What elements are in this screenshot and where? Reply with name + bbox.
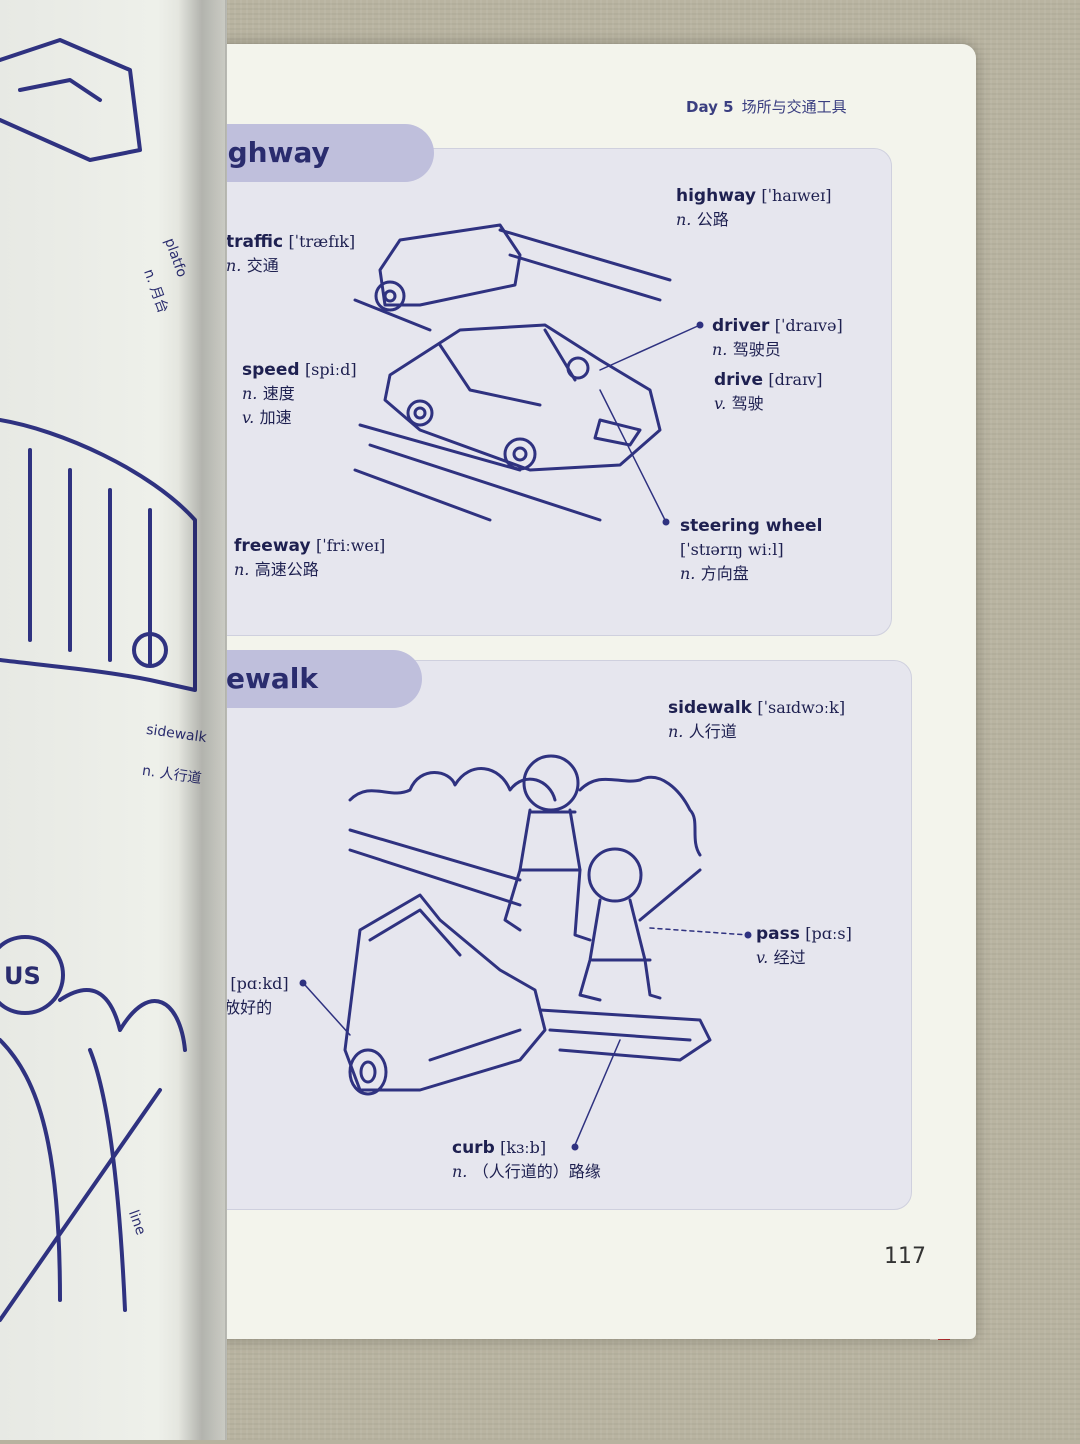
highway-panel bbox=[200, 148, 892, 636]
term-word: curb bbox=[452, 1138, 495, 1158]
term-translation: （人行道的）路缘 bbox=[472, 1162, 601, 1181]
term-translation: 经过 bbox=[773, 948, 806, 967]
term-freeway: freeway [ˈfriːweɪ] n. 高速公路 bbox=[234, 534, 385, 582]
term-ipa: [ˈsaɪdwɔːk] bbox=[757, 698, 846, 717]
term-pass: pass [pɑːs] v. 经过 bbox=[756, 922, 852, 970]
term-word: speed bbox=[242, 360, 300, 380]
section-banner-highway: ighway bbox=[200, 124, 434, 182]
day-label: Day 5 bbox=[686, 98, 734, 116]
term-word: highway bbox=[676, 186, 756, 206]
term-word: pass bbox=[756, 924, 800, 944]
term-pos: n. bbox=[226, 256, 242, 275]
term-ipa: [ˈtræfɪk] bbox=[288, 232, 356, 251]
term-word: steering wheel bbox=[680, 516, 823, 536]
term-ipa: [draɪv] bbox=[768, 370, 823, 389]
term-sidewalk: sidewalk [ˈsaɪdwɔːk] n. 人行道 bbox=[668, 696, 845, 744]
term-translation: 速度 bbox=[262, 384, 295, 403]
page-number: 117 bbox=[884, 1244, 926, 1269]
page-header: Day 5 场所与交通工具 bbox=[686, 96, 847, 117]
term-ipa: [pɑːs] bbox=[805, 924, 852, 943]
term-translation: 驾驶员 bbox=[732, 340, 781, 359]
term-ipa: [ˈstɪərɪŋ wiːl] bbox=[680, 540, 784, 559]
term-translation: 方向盘 bbox=[700, 564, 749, 583]
term-translation: 驾驶 bbox=[731, 394, 764, 413]
term-pos: n. bbox=[242, 384, 258, 403]
term-driver: driver [ˈdraɪvə] n. 驾驶员 bbox=[712, 314, 843, 362]
term-word: traffic bbox=[226, 232, 284, 252]
term-curb: curb [kɜːb] n. （人行道的）路缘 bbox=[452, 1136, 601, 1184]
term-word: driver bbox=[712, 316, 770, 336]
chapter-title: 场所与交通工具 bbox=[741, 98, 847, 116]
sidewalk-panel bbox=[188, 660, 912, 1210]
term-pos: v. bbox=[714, 394, 727, 413]
term-ipa: [ˈdraɪvə] bbox=[774, 316, 843, 335]
term-translation: 高速公路 bbox=[254, 560, 319, 579]
term-translation: 人行道 bbox=[688, 722, 737, 741]
term-ipa: [spiːd] bbox=[304, 360, 357, 379]
term-pos: n. bbox=[676, 210, 692, 229]
term-traffic: traffic [ˈtræfɪk] n. 交通 bbox=[226, 230, 355, 278]
term-ipa: [ˈfriːweɪ] bbox=[315, 536, 386, 555]
term-speed: speed [spiːd] n. 速度 v. 加速 bbox=[242, 358, 357, 430]
term-pos: n. bbox=[680, 564, 696, 583]
term-pos: n. bbox=[668, 722, 684, 741]
term-drive: drive [draɪv] v. 驾驶 bbox=[714, 368, 822, 416]
term-steering-wheel: steering wheel [ˈstɪərɪŋ wiːl] n. 方向盘 bbox=[680, 514, 822, 586]
term-word: sidewalk bbox=[668, 698, 752, 718]
term-ipa: [pɑːkd] bbox=[230, 974, 289, 993]
left-label-bus-sign: US bbox=[4, 962, 41, 990]
term-pos: n. bbox=[452, 1162, 468, 1181]
term-pos: n. bbox=[712, 340, 728, 359]
section-title: ighway bbox=[218, 136, 330, 169]
term-translation: 交通 bbox=[246, 256, 279, 275]
term-ipa: [kɜːb] bbox=[500, 1138, 547, 1157]
book-gutter-shadow bbox=[178, 0, 226, 1440]
term-translation: 加速 bbox=[259, 408, 292, 427]
term-word: freeway bbox=[234, 536, 311, 556]
term-ipa: [ˈhaɪweɪ] bbox=[761, 186, 832, 205]
left-page: platfo n. 月台 sidewalk n. 人行道 US line bbox=[0, 0, 227, 1440]
term-pos: v. bbox=[242, 408, 255, 427]
term-pos: v. bbox=[756, 948, 769, 967]
term-translation: 公路 bbox=[696, 210, 729, 229]
left-page-illustration bbox=[0, 38, 197, 1322]
term-pos: n. bbox=[234, 560, 250, 579]
term-highway: highway [ˈhaɪweɪ] n. 公路 bbox=[676, 184, 831, 232]
term-word: drive bbox=[714, 370, 763, 390]
